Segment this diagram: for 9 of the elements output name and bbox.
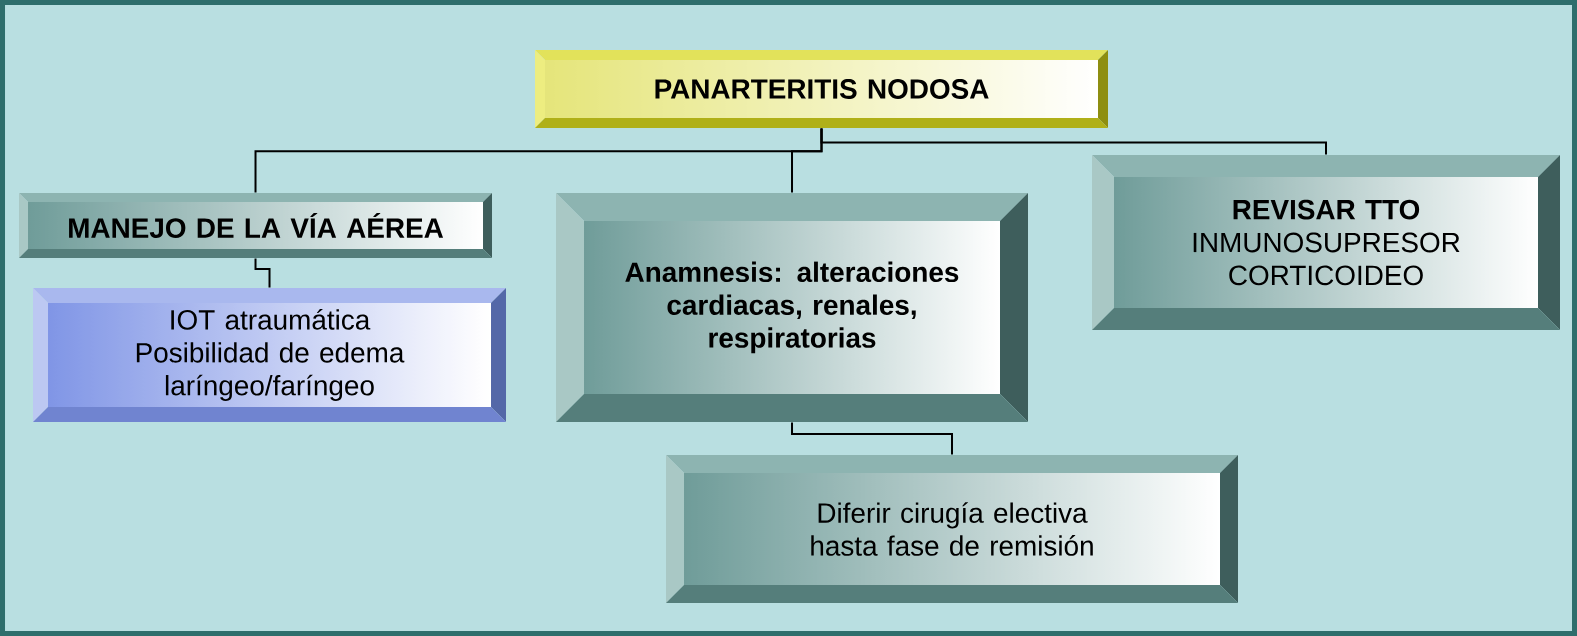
bevel-box: REVISAR TTO INMUNOSUPRESOR CORTICOIDEO (1092, 155, 1560, 330)
connector-line (791, 421, 953, 456)
bevel-box: MANEJO DE LA VÍA AÉREA (19, 193, 492, 258)
bevel-box: IOT atraumática Posibilidad de edema laríngeo/faríngeo (33, 288, 506, 422)
bevel-box: PANARTERITIS NODOSA (535, 50, 1108, 128)
bevel-box: Anamnesis: alteraciones cardiacas, renales, respiratorias (556, 193, 1028, 422)
connector-line (254, 257, 271, 289)
bevel-box: Diferir cirugía electiva hasta fase de remisión (666, 455, 1238, 603)
connector-line (820, 127, 1327, 156)
